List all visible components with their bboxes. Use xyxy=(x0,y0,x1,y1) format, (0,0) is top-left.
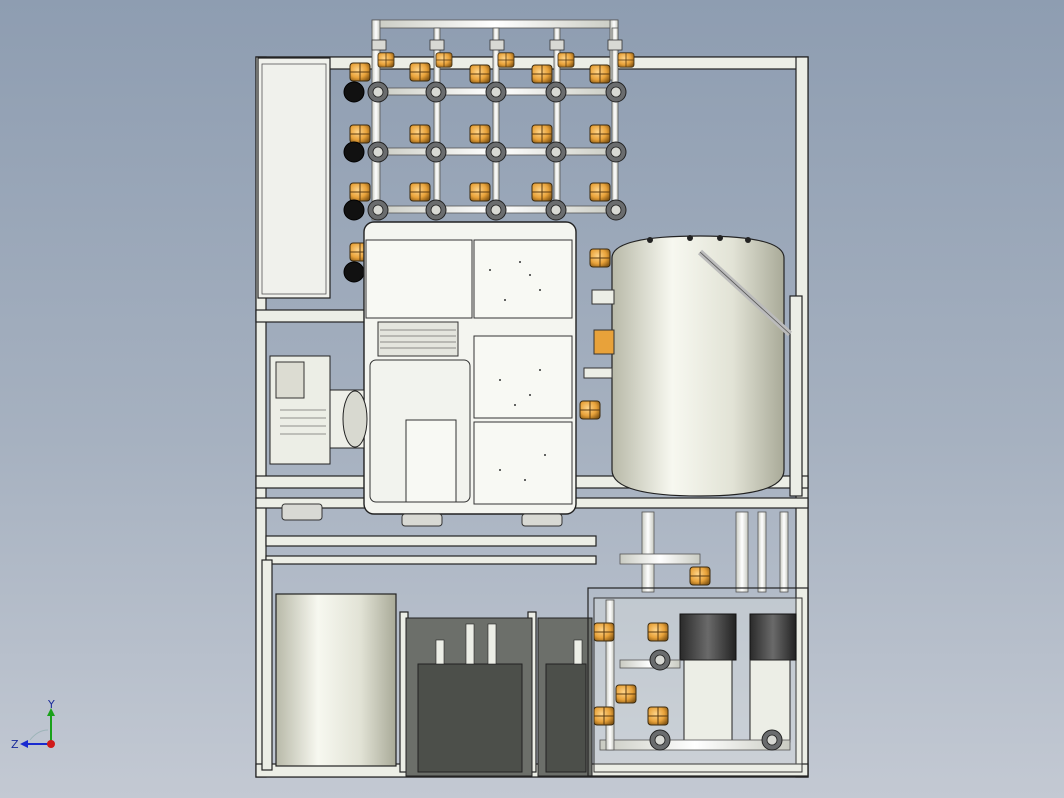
booster-pump-skid[interactable] xyxy=(587,587,809,777)
electrical-cabinet[interactable] xyxy=(257,57,331,299)
valve-manifold[interactable] xyxy=(343,19,635,283)
main-pump-motor[interactable] xyxy=(269,355,368,521)
pressure-tank[interactable] xyxy=(611,235,793,497)
z-axis-arrow xyxy=(20,740,28,748)
y-axis-label: Y xyxy=(47,700,55,711)
axis-triad: Y Z xyxy=(11,700,55,751)
dosing-tank-left[interactable] xyxy=(405,617,533,777)
z-axis-label: Z xyxy=(11,738,19,751)
process-unit-housing[interactable] xyxy=(363,221,577,527)
tank-instruments[interactable] xyxy=(579,289,711,586)
storage-tank-cylinder[interactable] xyxy=(275,593,397,767)
tank-outlet-piping xyxy=(619,511,789,593)
dosing-tank-right[interactable] xyxy=(537,617,593,777)
y-axis-arrow xyxy=(47,708,55,716)
x-axis-dot xyxy=(47,740,55,748)
